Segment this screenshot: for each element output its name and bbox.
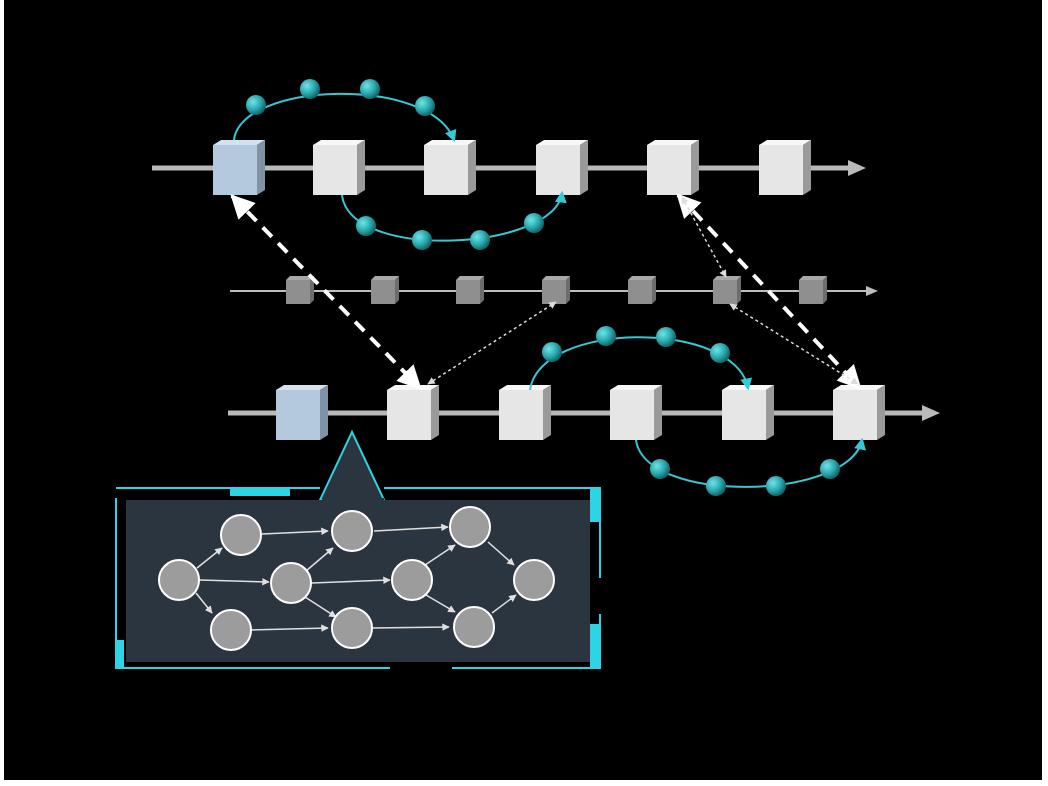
graph-node-icon xyxy=(391,559,433,601)
graph-node-icon xyxy=(270,562,312,604)
block-icon xyxy=(313,140,365,195)
bottom-chain-blocks xyxy=(276,385,885,440)
orbit-bead xyxy=(524,213,544,233)
graph-nodes xyxy=(158,506,555,651)
block-icon xyxy=(371,276,399,304)
callout-panel xyxy=(115,429,601,669)
block-icon xyxy=(456,276,484,304)
orbit-bead xyxy=(710,343,730,363)
block-icon xyxy=(536,140,588,195)
orbit-bead xyxy=(412,230,432,250)
orbit-bead xyxy=(356,216,376,236)
block-icon xyxy=(286,276,314,304)
graph-edges xyxy=(195,523,517,632)
block-icon xyxy=(387,385,439,440)
top-chain-blocks xyxy=(213,140,811,195)
dotted-link-middle-to-bottom-left xyxy=(427,301,557,385)
graph-node-icon xyxy=(513,559,555,601)
block-icon xyxy=(499,385,551,440)
top-chain-arrowhead-icon xyxy=(848,160,866,176)
orbit-bead xyxy=(656,327,676,347)
block-icon xyxy=(610,385,662,440)
block-icon xyxy=(713,276,741,304)
graph-node-icon xyxy=(210,609,252,651)
middle-chain-arrowhead-icon xyxy=(866,286,878,296)
block-icon xyxy=(647,140,699,195)
block-icon xyxy=(759,140,811,195)
block-icon xyxy=(833,385,885,440)
graph-node-icon xyxy=(220,514,262,556)
orbit-bead xyxy=(596,326,616,346)
orbit-bead xyxy=(542,342,562,362)
dashed-link-left xyxy=(230,194,422,390)
orbit-bead xyxy=(706,476,726,496)
top-upper-orbit xyxy=(233,92,457,143)
bottom-chain-arrowhead-icon xyxy=(922,405,940,421)
block-icon xyxy=(542,276,570,304)
bottom-lower-orbit xyxy=(635,437,866,488)
orbit-bead xyxy=(300,79,320,99)
orbit-bead xyxy=(415,96,435,116)
orbit-bead xyxy=(820,459,840,479)
block-icon xyxy=(628,276,656,304)
graph-node-icon xyxy=(449,506,491,548)
orbit-bead xyxy=(470,230,490,250)
graph-node-icon xyxy=(331,607,373,649)
graph-node-icon xyxy=(158,559,200,601)
block-icon xyxy=(799,276,827,304)
orbit-bead xyxy=(650,459,670,479)
graph-node-icon xyxy=(453,606,495,648)
orbit-bead xyxy=(766,476,786,496)
block-icon xyxy=(424,140,476,195)
block-icon xyxy=(213,140,265,195)
orbit-bead xyxy=(246,95,266,115)
dotted-link-middle-to-bottom-right xyxy=(729,303,859,385)
block-icon xyxy=(276,385,328,440)
graph-node-icon xyxy=(331,510,373,552)
block-icon xyxy=(722,385,774,440)
orbit-bead xyxy=(360,79,380,99)
